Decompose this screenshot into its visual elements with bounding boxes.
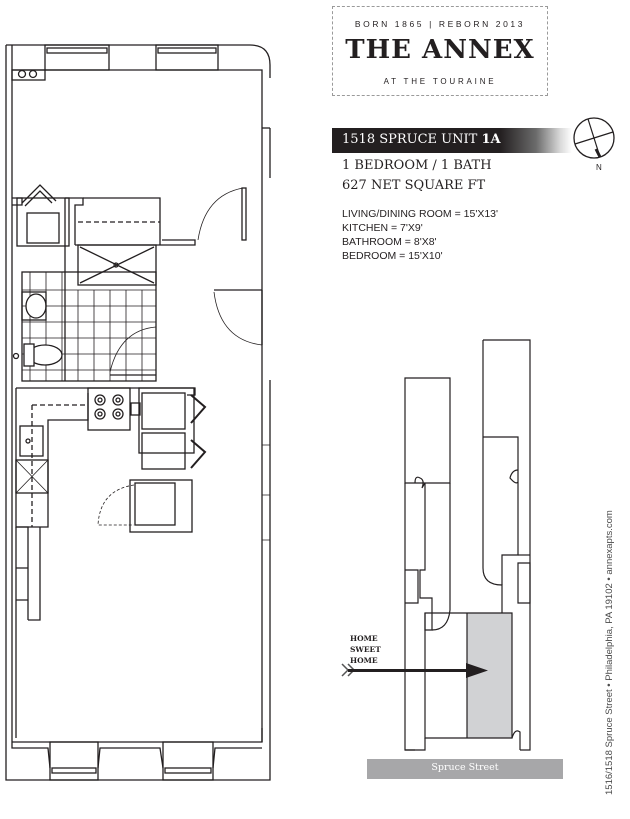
building-key-plan xyxy=(404,339,531,751)
closet xyxy=(16,197,70,247)
home-marker-line: SWEET xyxy=(350,645,381,654)
unit-highlight xyxy=(467,613,512,738)
right-wall-ticks xyxy=(262,444,270,541)
unit-layout: 1 BEDROOM / 1 BATH xyxy=(342,158,492,173)
room-dimension: KITCHEN = 7'X9' xyxy=(342,222,423,234)
street-name: Spruce Street xyxy=(431,762,499,773)
home-marker-line: HOME xyxy=(350,634,378,643)
room-dimension: LIVING/DINING ROOM = 15'X13' xyxy=(342,208,499,220)
kitchen xyxy=(15,387,207,738)
home-marker-label: HOME SWEET HOME xyxy=(350,633,381,666)
top-windows xyxy=(44,44,219,71)
unit-address: 1518 SPRUCE UNIT xyxy=(342,132,478,147)
unit-floor-plan xyxy=(5,44,271,781)
logo-title: THE ANNEX xyxy=(345,35,535,65)
home-arrow-icon xyxy=(341,663,488,678)
exterior-walls xyxy=(5,44,271,781)
valve-icon xyxy=(28,69,38,79)
logo-subtitle: AT THE TOURAINE xyxy=(383,77,497,86)
room-dimension: BEDROOM = 15'X10' xyxy=(342,250,443,262)
room-dimension: BATHROOM = 8'X8' xyxy=(342,236,437,248)
annex-logo: BORN 1865 | REBORN 2013 THE ANNEX AT THE… xyxy=(332,6,548,96)
compass-rose-icon: N xyxy=(573,117,615,172)
bottom-windows xyxy=(11,741,262,781)
entry-doors xyxy=(197,187,263,346)
home-marker-line: HOME xyxy=(350,656,378,665)
unit-header-bar: 1518 SPRUCE UNIT 1A xyxy=(332,128,572,153)
unit-number: 1A xyxy=(481,132,501,147)
north-label: N xyxy=(596,163,602,172)
footer-address: 1516/1518 Spruce Street • Philadelphia, … xyxy=(604,510,615,795)
street-label-bar: Spruce Street xyxy=(367,759,563,779)
valve-icon xyxy=(17,69,27,79)
bathroom xyxy=(12,197,196,382)
radiator xyxy=(11,69,46,81)
chair-furniture xyxy=(12,184,60,244)
unit-title: 1518 SPRUCE UNIT 1A xyxy=(342,132,501,147)
unit-area: 627 NET SQUARE FT xyxy=(342,178,486,193)
logo-tagline: BORN 1865 | REBORN 2013 xyxy=(354,19,526,29)
